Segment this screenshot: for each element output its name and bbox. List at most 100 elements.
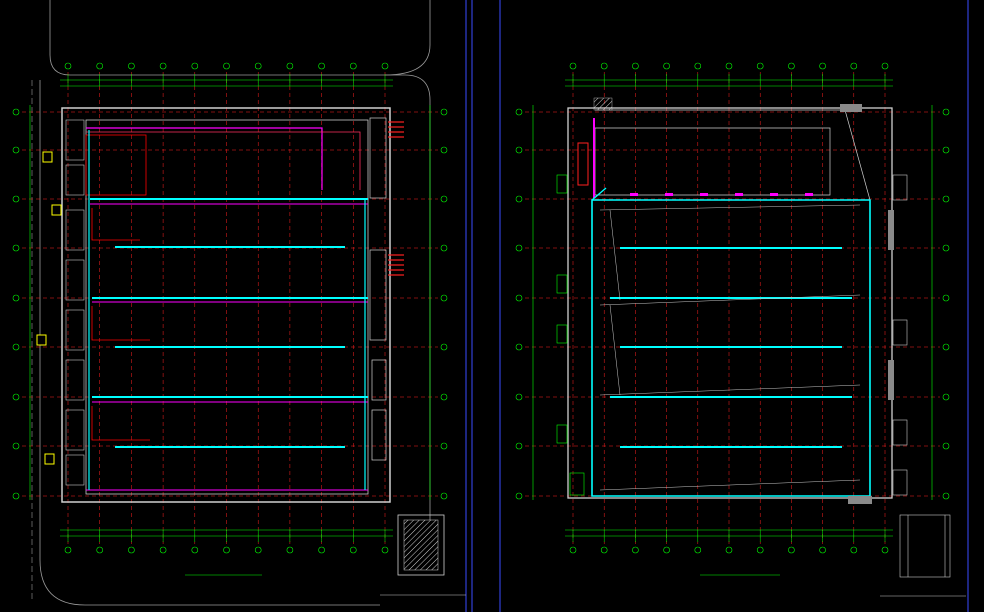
right-magenta-marks	[630, 193, 813, 196]
grid-bubble-bottom	[349, 546, 357, 554]
grid-bubble-left	[12, 244, 20, 252]
left-right-side-rooms	[369, 117, 387, 461]
grid-bubble-left	[515, 108, 523, 116]
grid-bubble-right	[942, 294, 950, 302]
grid-bubble-left	[12, 393, 20, 401]
left-dimension-lines	[12, 62, 448, 554]
grid-bubble-left	[515, 294, 523, 302]
left-cyan-verticals	[88, 130, 366, 490]
right-building-outer-wall	[567, 107, 893, 499]
grid-bubble-left	[12, 343, 20, 351]
grid-bubble-bottom	[756, 546, 764, 554]
grid-bubble-top	[191, 62, 199, 70]
grid-bubble-right	[440, 492, 448, 500]
right-right-equipment	[892, 174, 908, 496]
grid-bubble-top	[349, 62, 357, 70]
grid-bubble-bottom	[191, 546, 199, 554]
grid-bubble-top	[725, 62, 733, 70]
grid-bubble-bottom	[600, 546, 608, 554]
grid-bubble-top	[569, 62, 577, 70]
grid-bubble-bottom	[819, 546, 826, 554]
grid-bubble-bottom	[128, 546, 135, 554]
grid-bubble-top	[286, 62, 294, 70]
grid-bubble-bottom	[725, 546, 733, 554]
left-floor-plan	[12, 0, 466, 606]
grid-bubble-left	[515, 442, 523, 450]
left-building-outer-wall	[61, 107, 391, 503]
grid-bubble-bottom	[850, 546, 858, 554]
grid-bubble-bottom	[788, 546, 795, 554]
grid-bubble-right	[440, 393, 448, 401]
left-magenta-lines	[86, 203, 368, 491]
right-grid-lines	[525, 72, 940, 544]
grid-bubble-left	[12, 195, 20, 203]
yellow-marker-4	[44, 453, 55, 465]
grid-bubble-top	[96, 62, 103, 70]
left-red-room-lines	[91, 208, 150, 441]
grid-bubble-right	[942, 442, 950, 450]
right-slope-lines	[599, 204, 861, 491]
grid-bubble-right	[942, 108, 950, 116]
grid-bubble-left	[12, 294, 20, 302]
left-yellow-markers	[36, 151, 62, 465]
grid-bubble-top	[600, 62, 608, 70]
grid-bubble-bottom	[381, 546, 389, 554]
grid-bubble-top	[64, 62, 72, 70]
right-dimension-lines	[515, 62, 950, 554]
grid-bubble-right	[942, 492, 950, 500]
grid-bubble-left	[515, 146, 523, 154]
left-hatch-legend	[397, 514, 445, 576]
right-cyan-bands	[610, 247, 852, 448]
grid-bubble-top	[159, 62, 167, 70]
grid-bubble-right	[942, 146, 950, 154]
grid-bubble-bottom	[694, 546, 702, 554]
grid-bubble-bottom	[286, 546, 294, 554]
left-building-inner-wall	[85, 119, 369, 495]
grid-bubble-top	[881, 62, 889, 70]
grid-bubble-left	[515, 244, 523, 252]
grid-bubble-left	[12, 442, 20, 450]
grid-bubble-top	[632, 62, 639, 70]
yellow-marker-2	[51, 204, 62, 216]
grid-bubble-right	[440, 108, 448, 116]
right-gray-block-top	[840, 104, 862, 112]
grid-bubble-left	[515, 492, 523, 500]
grid-bubble-right	[440, 442, 448, 450]
left-office-block	[85, 134, 147, 196]
right-detail-section	[899, 514, 951, 578]
grid-bubble-left	[515, 393, 523, 401]
grid-bubble-bottom	[254, 546, 262, 554]
right-top-equipment	[593, 97, 613, 111]
grid-bubble-right	[942, 343, 950, 351]
right-gray-block-side-2	[888, 360, 894, 400]
grid-bubble-bottom	[632, 546, 639, 554]
left-cyan-bands	[90, 198, 368, 448]
grid-bubble-bottom	[318, 546, 325, 554]
grid-bubble-bottom	[881, 546, 889, 554]
grid-bubble-top	[850, 62, 858, 70]
grid-bubble-right	[440, 244, 448, 252]
grid-bubble-left	[12, 492, 20, 500]
grid-bubble-bottom	[96, 546, 103, 554]
grid-bubble-top	[128, 62, 135, 70]
left-top-room-wall-red	[86, 131, 361, 190]
grid-bubble-top	[663, 62, 670, 70]
right-gray-block-side	[888, 210, 894, 250]
grid-bubble-left	[12, 146, 20, 154]
grid-bubble-right	[942, 195, 950, 203]
grid-bubble-left	[515, 195, 523, 203]
right-left-equipment	[556, 174, 585, 496]
grid-bubble-left	[515, 343, 523, 351]
left-left-side-rooms	[65, 119, 85, 486]
grid-bubble-top	[819, 62, 826, 70]
yellow-marker-3	[36, 334, 47, 346]
grid-bubble-bottom	[159, 546, 167, 554]
grid-bubble-top	[223, 62, 230, 70]
left-top-room-wall	[86, 127, 323, 190]
site-boundary-left-3	[39, 80, 380, 606]
right-gray-block-bottom	[848, 496, 872, 504]
grid-bubble-top	[381, 62, 389, 70]
grid-bubble-right	[440, 195, 448, 203]
